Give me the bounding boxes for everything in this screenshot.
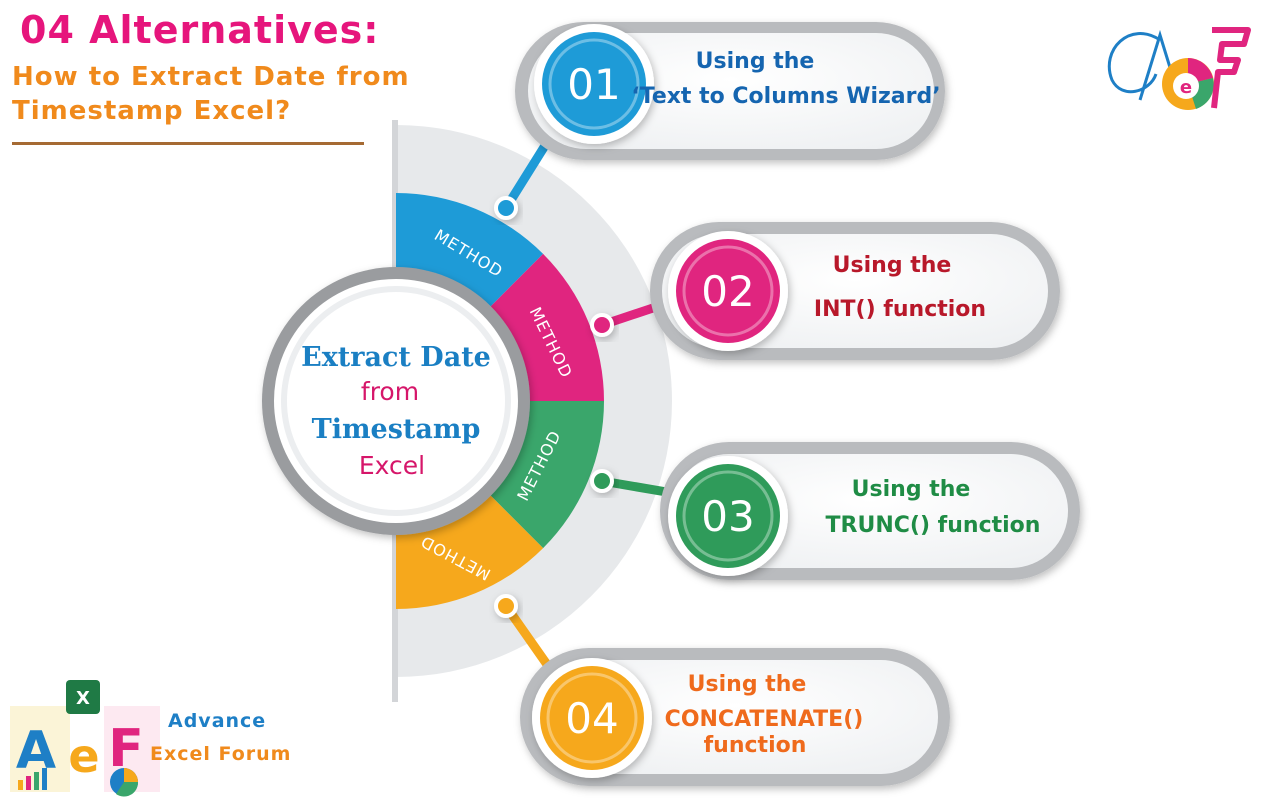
method-card-4: 04 Using the CONCATENATE() function bbox=[520, 648, 950, 786]
center-title-line-4: Excel bbox=[359, 451, 425, 480]
page-subtitle: How to Extract Date from Timestamp Excel… bbox=[12, 60, 410, 128]
method-1-number: 01 bbox=[567, 60, 620, 109]
pie-chart-icon bbox=[110, 768, 139, 797]
excel-icon-letter: X bbox=[76, 688, 90, 709]
method-4-line-2: CONCATENATE() bbox=[665, 707, 864, 732]
center-title-line-1: Extract Date bbox=[301, 342, 491, 373]
logo-letter-e: e bbox=[1180, 77, 1192, 98]
brand-letter-e: e bbox=[68, 729, 99, 783]
center-hub: Extract Date from Timestamp Excel bbox=[262, 267, 530, 535]
excel-icon bbox=[66, 680, 100, 714]
brand-name-line-1: Advance bbox=[168, 710, 266, 732]
method-1-line-2: ‘Text to Columns Wizard’ bbox=[631, 84, 940, 109]
method-3-line-2: TRUNC() function bbox=[826, 513, 1041, 538]
method-card-1: 01 Using the ‘Text to Columns Wizard’ bbox=[515, 22, 945, 160]
page-title: 04 Alternatives: bbox=[20, 8, 380, 52]
brand-name-line-2: Excel Forum bbox=[150, 743, 291, 765]
subtitle-line-2: Timestamp Excel? bbox=[12, 96, 292, 126]
method-4-line-1: Using the bbox=[688, 672, 807, 697]
segment-2 bbox=[489, 253, 604, 401]
aef-logo-icon: e bbox=[1107, 27, 1251, 110]
subtitle-line-1: How to Extract Date from bbox=[12, 62, 410, 92]
method-3-number: 03 bbox=[701, 492, 754, 541]
method-4-number: 04 bbox=[565, 694, 618, 743]
center-title-line-3: Timestamp bbox=[312, 414, 481, 445]
method-2-number: 02 bbox=[701, 267, 754, 316]
advance-excel-forum-logo: X A e F Advance Excel Forum bbox=[10, 680, 291, 797]
method-4-line-3: function bbox=[704, 733, 807, 758]
method-3-line-1: Using the bbox=[852, 477, 971, 502]
segment-1 bbox=[396, 193, 544, 308]
method-2-line-1: Using the bbox=[833, 253, 952, 278]
title-underline bbox=[12, 142, 364, 145]
method-1-line-1: Using the bbox=[696, 49, 815, 74]
method-card-3: 03 Using the TRUNC() function bbox=[660, 442, 1080, 580]
segment-4 bbox=[396, 494, 544, 609]
center-title-line-2: from bbox=[361, 377, 419, 406]
bar-chart-icon bbox=[18, 768, 47, 790]
method-card-2: 02 Using the INT() function bbox=[650, 222, 1060, 360]
method-2-line-2: INT() function bbox=[814, 297, 986, 322]
brand-letter-a: A bbox=[16, 721, 56, 781]
segment-3 bbox=[489, 401, 604, 549]
